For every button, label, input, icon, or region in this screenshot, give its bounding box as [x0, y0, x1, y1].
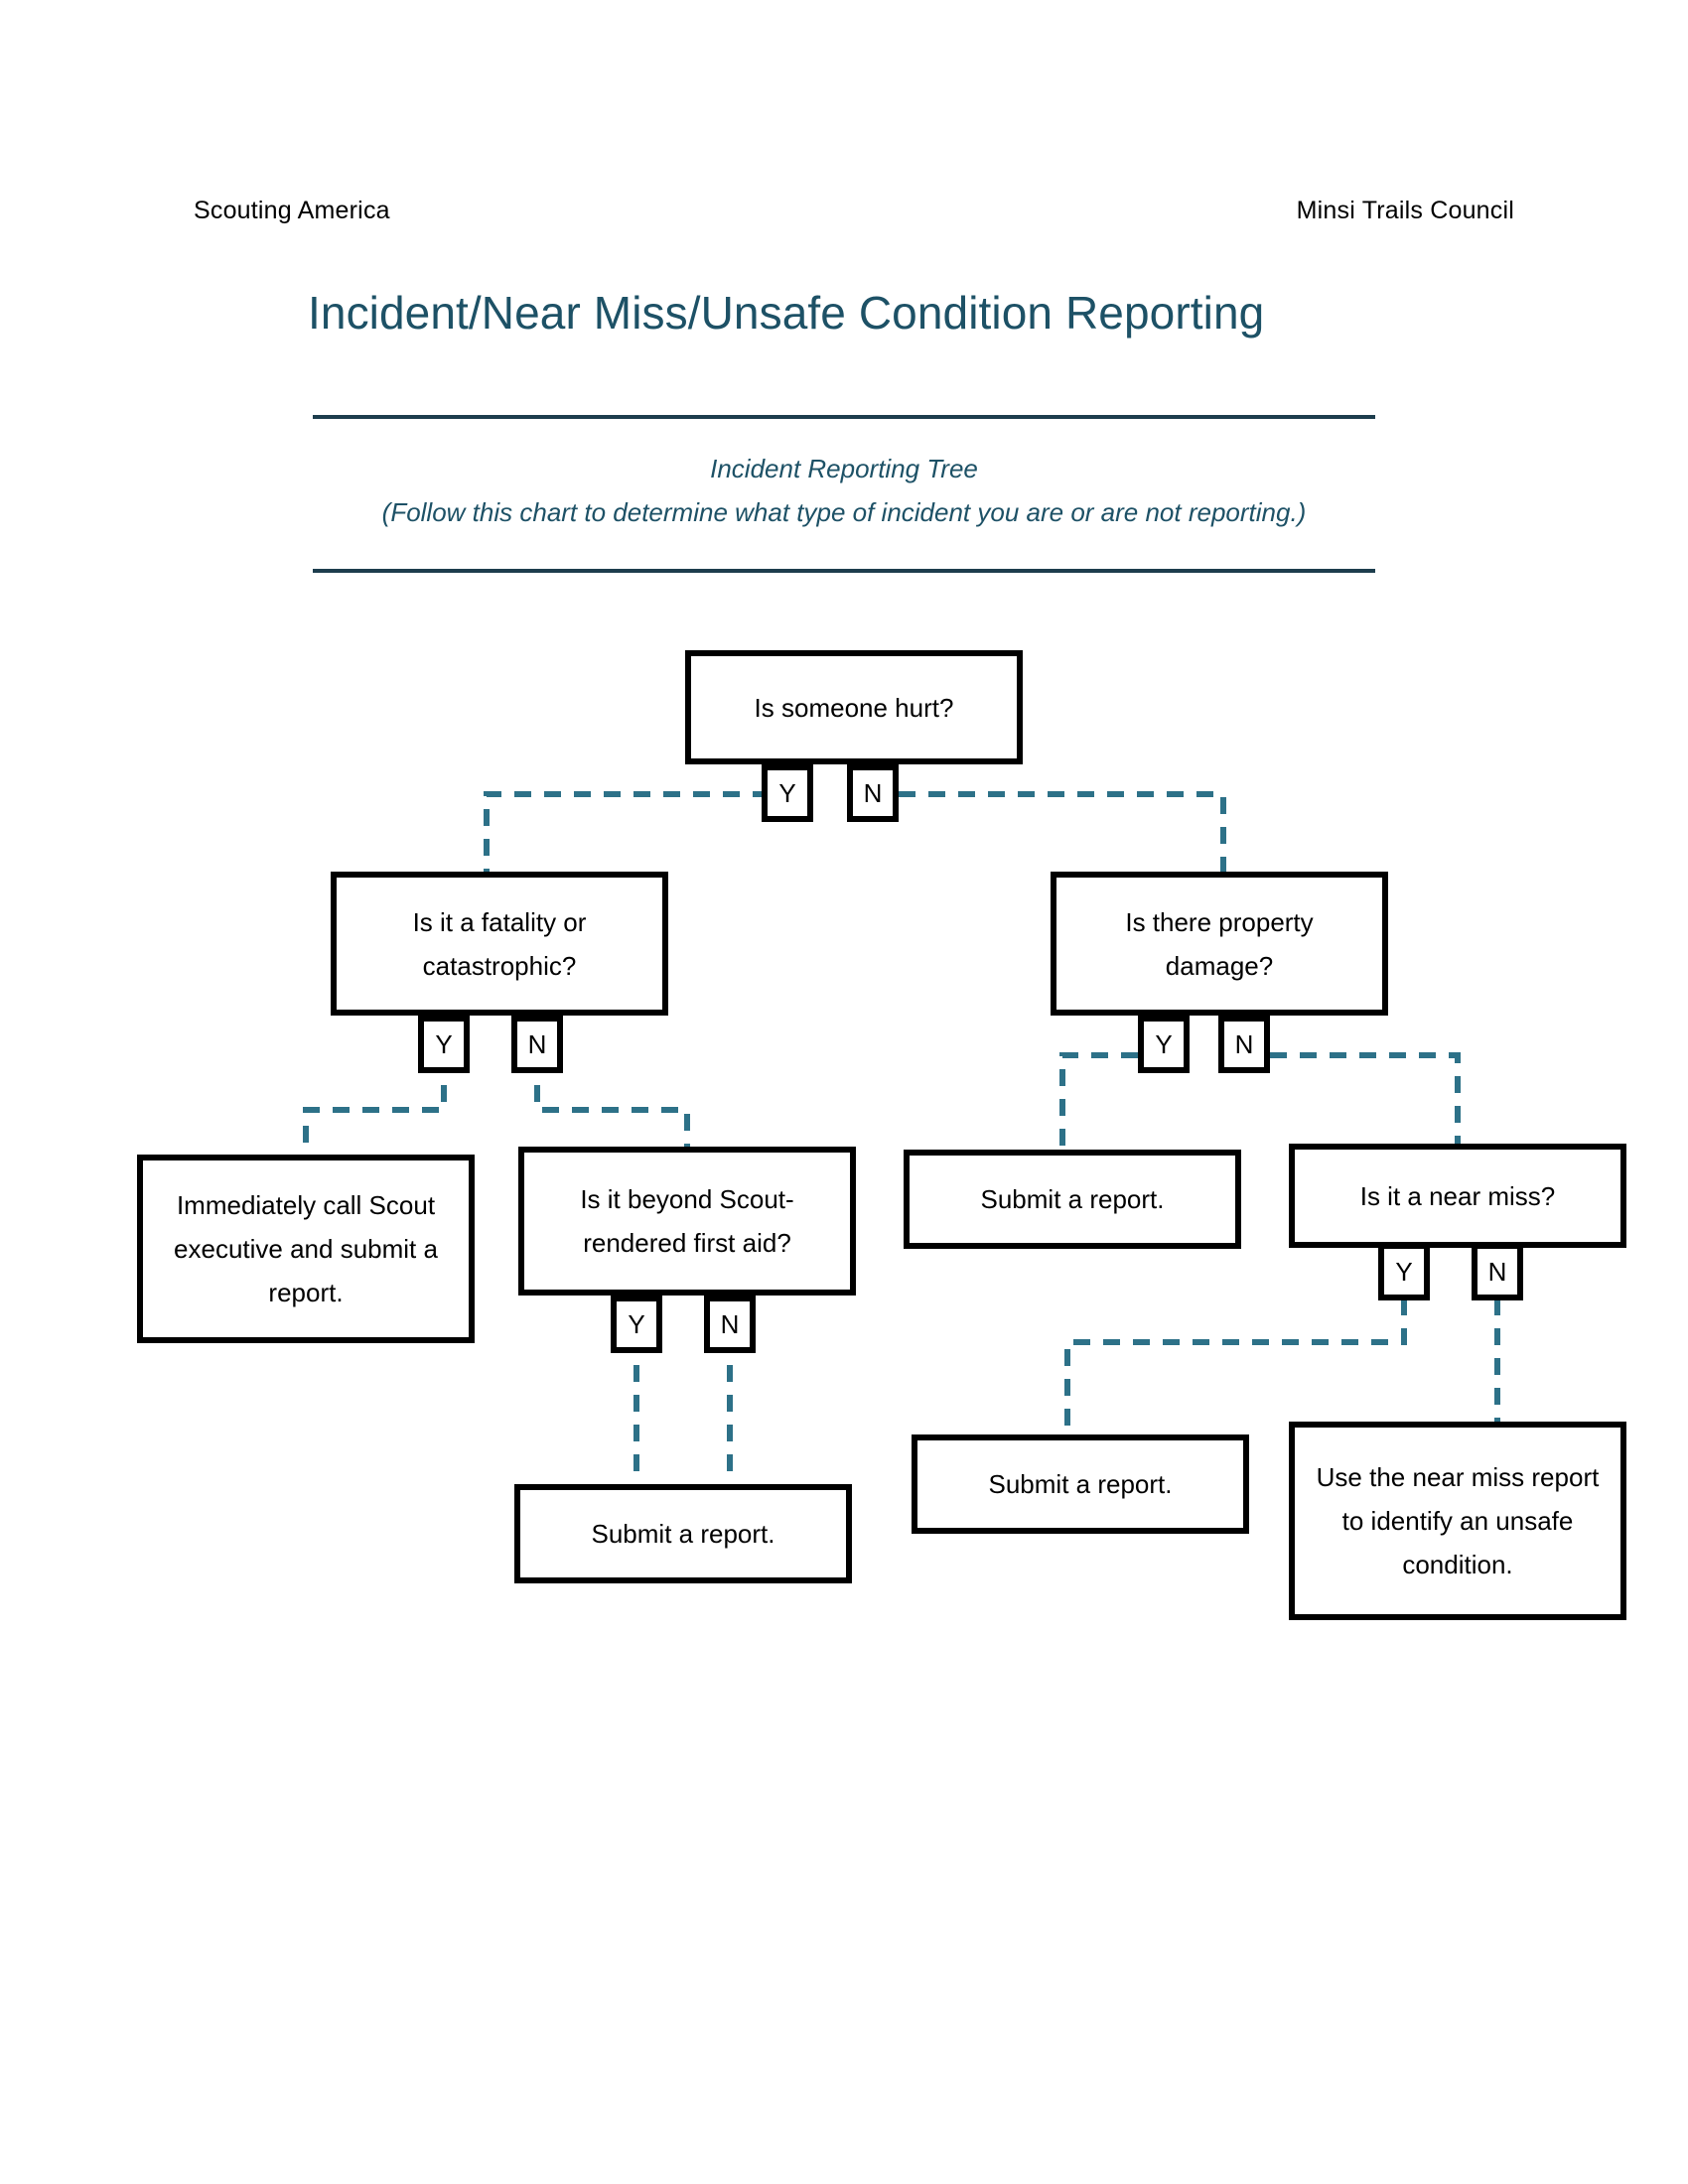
badge-label: Y: [778, 777, 796, 808]
divider-top: [313, 415, 1375, 419]
badge-label: N: [863, 777, 883, 808]
badge-label: Y: [1155, 1028, 1173, 1059]
badge-fatality-no[interactable]: N: [511, 1016, 563, 1073]
node-label: Is it a fatality or catastrophic?: [412, 906, 587, 981]
node-label: Is it a near miss?: [1359, 1180, 1556, 1211]
subtitle-line-1: Incident Reporting Tree: [710, 454, 978, 483]
badge-label: Y: [628, 1308, 645, 1339]
node-immediately-call-scout-executive[interactable]: Immediately call Scout executive and sub…: [137, 1155, 475, 1343]
badge-label: Y: [1395, 1256, 1413, 1287]
badge-hurt-yes[interactable]: Y: [762, 764, 813, 822]
node-submit-report-property-damage[interactable]: Submit a report.: [904, 1150, 1241, 1249]
node-submit-report-first-aid[interactable]: Submit a report.: [514, 1484, 852, 1583]
node-label: Submit a report.: [988, 1469, 1173, 1499]
node-is-someone-hurt[interactable]: Is someone hurt?: [685, 650, 1023, 764]
node-use-near-miss-report-unsafe-condition[interactable]: Use the near miss report to identify an …: [1289, 1422, 1626, 1620]
node-submit-report-near-miss[interactable]: Submit a report.: [912, 1434, 1249, 1534]
badge-firstaid-no[interactable]: N: [704, 1296, 756, 1353]
node-label: Use the near miss report to identify an …: [1316, 1462, 1600, 1579]
header-organization: Scouting America: [194, 197, 390, 224]
node-label: Submit a report.: [980, 1184, 1165, 1214]
badge-nearmiss-yes[interactable]: Y: [1378, 1243, 1430, 1300]
badge-property-no[interactable]: N: [1218, 1016, 1270, 1073]
badge-label: N: [720, 1308, 740, 1339]
node-label: Is it beyond Scout-rendered first aid?: [580, 1184, 794, 1258]
badge-hurt-no[interactable]: N: [847, 764, 899, 822]
page-title: Incident/Near Miss/Unsafe Condition Repo…: [308, 287, 1265, 339]
node-label: Is someone hurt?: [754, 692, 954, 723]
subtitle-line-2: (Follow this chart to determine what typ…: [381, 497, 1307, 527]
node-label: Is there property damage?: [1125, 906, 1314, 981]
divider-bottom: [313, 569, 1375, 573]
badge-nearmiss-no[interactable]: N: [1472, 1243, 1523, 1300]
node-is-it-fatality-or-catastrophic[interactable]: Is it a fatality or catastrophic?: [331, 872, 668, 1016]
header-council: Minsi Trails Council: [1296, 197, 1514, 224]
badge-firstaid-yes[interactable]: Y: [611, 1296, 662, 1353]
badge-property-yes[interactable]: Y: [1138, 1016, 1190, 1073]
node-label: Submit a report.: [591, 1519, 775, 1549]
badge-label: Y: [435, 1028, 453, 1059]
badge-label: N: [527, 1028, 547, 1059]
node-is-there-property-damage[interactable]: Is there property damage?: [1051, 872, 1388, 1016]
node-label: Immediately call Scout executive and sub…: [174, 1190, 438, 1307]
badge-label: N: [1234, 1028, 1254, 1059]
node-is-it-beyond-scout-rendered-first-aid[interactable]: Is it beyond Scout-rendered first aid?: [518, 1147, 856, 1296]
page-header: Scouting America Minsi Trails Council: [194, 197, 1514, 225]
node-is-it-a-near-miss[interactable]: Is it a near miss?: [1289, 1144, 1626, 1248]
badge-fatality-yes[interactable]: Y: [418, 1016, 470, 1073]
badge-label: N: [1487, 1256, 1507, 1287]
